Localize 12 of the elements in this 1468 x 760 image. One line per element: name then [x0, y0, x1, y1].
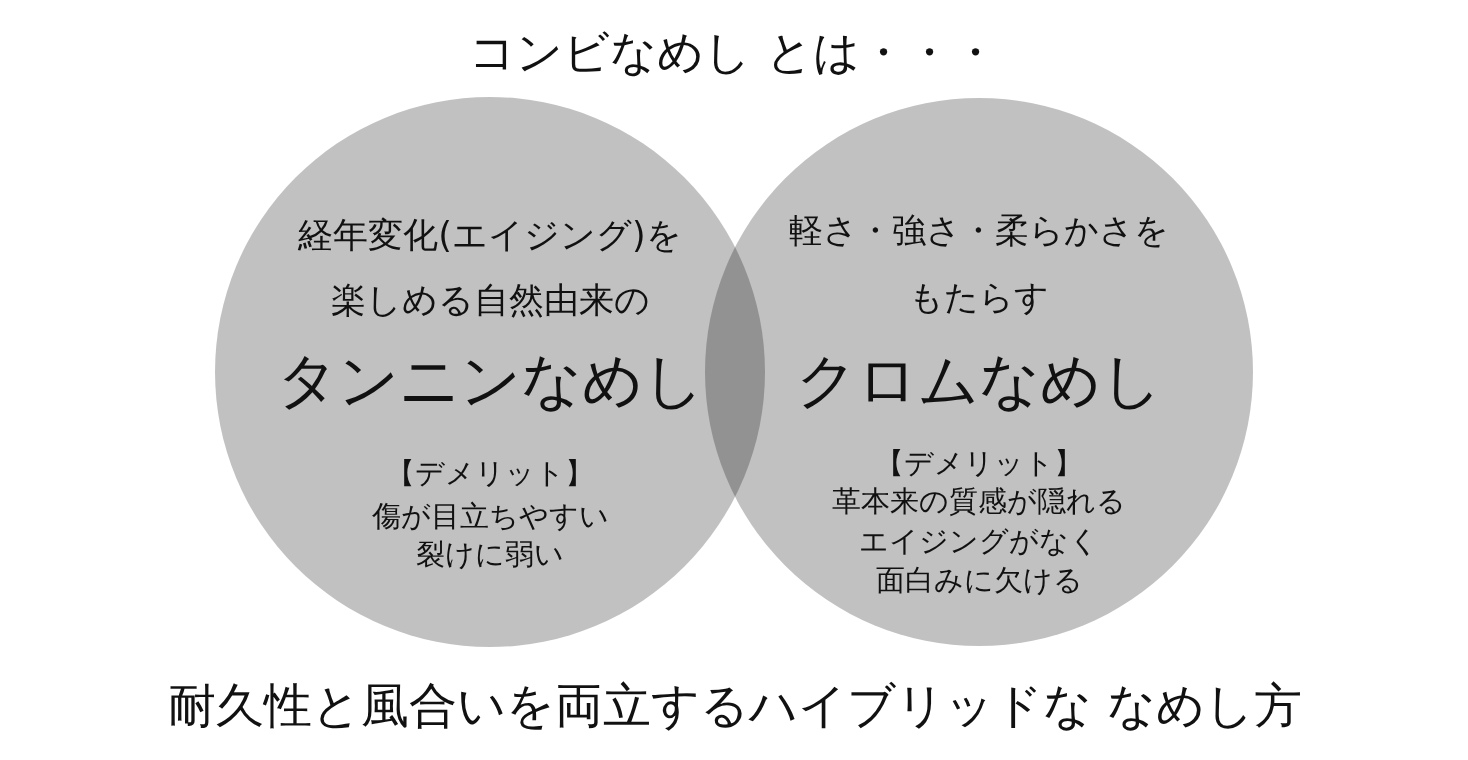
title: コンビなめし とは・・・ [469, 24, 998, 81]
list-item: 裂けに弱い [416, 536, 564, 573]
list-item: エイジングがなく面白みに欠ける [858, 523, 1100, 599]
subheading: 【デメリット】 [875, 445, 1083, 482]
circle-heading: クロムなめし [796, 344, 1162, 416]
caption: 耐久性と風合いを両立するハイブリッドな なめし方 [168, 676, 1303, 735]
list-item: 革本来の質感が隠れる [832, 483, 1126, 520]
description-text: 経年変化(エイジング)を楽しめる自然由来の [297, 214, 683, 322]
list-item: 傷が目立ちやすい [371, 498, 609, 535]
subheading: 【デメリット】 [386, 455, 594, 492]
circle-heading: タンニンなめし [276, 344, 704, 416]
description-text: 軽さ・強さ・柔らかさをもたらす [788, 209, 1170, 319]
